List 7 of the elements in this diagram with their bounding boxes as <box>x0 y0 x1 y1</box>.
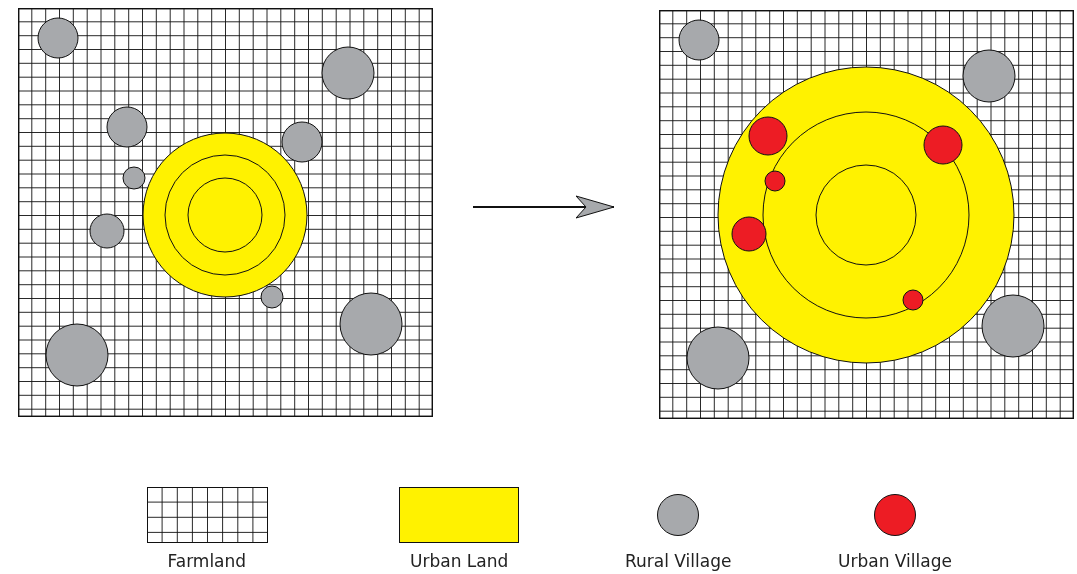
legend-label: Urban Village <box>838 551 952 571</box>
legend-label: Farmland <box>167 551 247 571</box>
legend-label: Rural Village <box>625 551 732 571</box>
land-use-map-drawing <box>659 10 1074 419</box>
arrow <box>472 195 615 219</box>
legend-label: Urban Land <box>410 551 509 571</box>
land-use-map-drawing <box>18 8 433 417</box>
